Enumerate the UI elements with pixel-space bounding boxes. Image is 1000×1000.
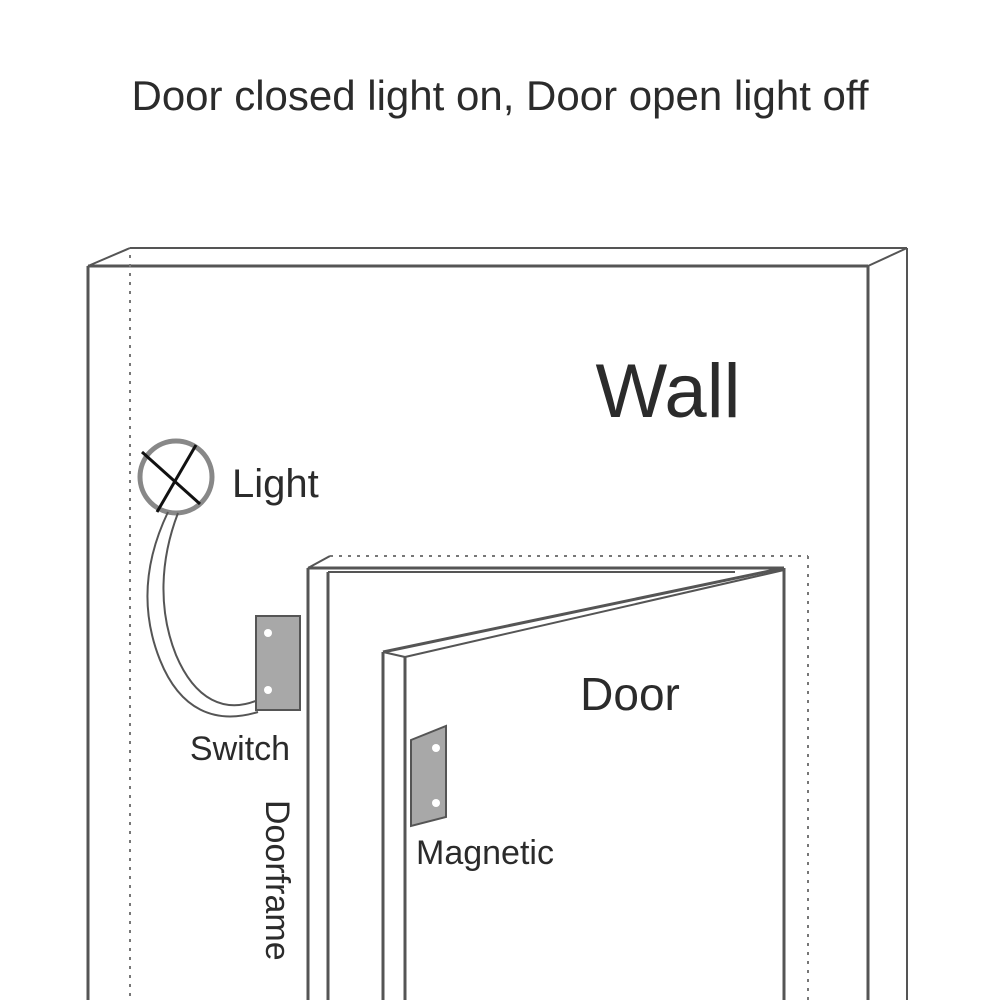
door — [381, 566, 785, 1000]
diagram-title: Door closed light on, Door open light of… — [131, 72, 868, 119]
switch-label: Switch — [190, 730, 290, 768]
magnetic-label: Magnetic — [416, 834, 554, 872]
switch-sensor — [255, 615, 301, 711]
light-label: Light — [232, 462, 319, 506]
wall-label: Wall — [596, 349, 741, 434]
light-bulb-icon — [137, 438, 215, 516]
doorframe-label: Doorframe — [258, 800, 296, 961]
doorframe — [306, 555, 809, 1000]
wire — [146, 511, 259, 718]
magnetic-sensor — [410, 724, 447, 828]
door-label: Door — [580, 668, 680, 720]
wall — [86, 247, 908, 1000]
